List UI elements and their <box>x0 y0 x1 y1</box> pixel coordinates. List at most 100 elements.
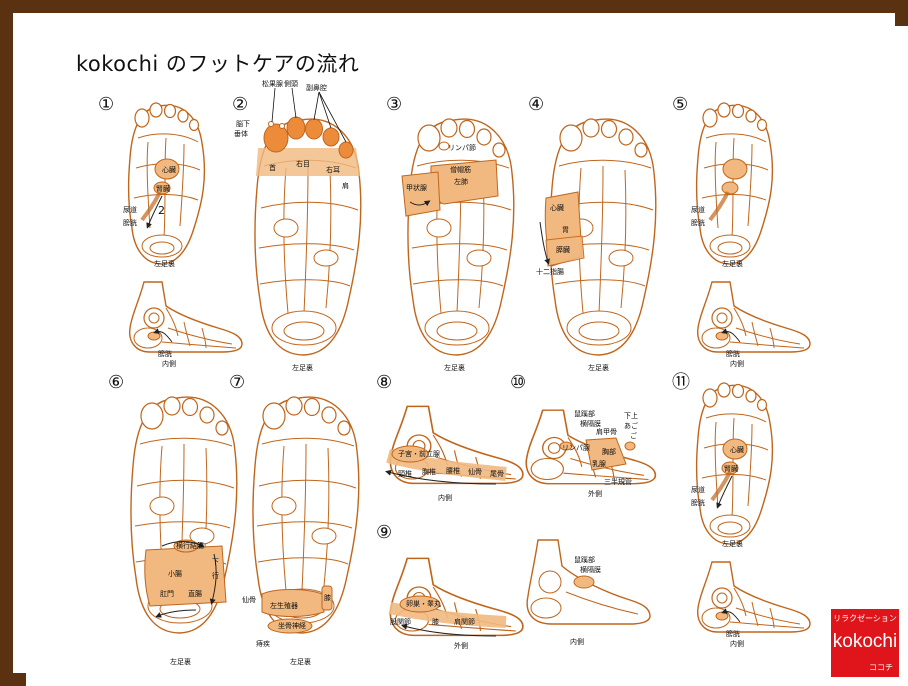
step-number: ⑧ <box>376 372 392 393</box>
label-bladder: 膀胱 <box>726 349 740 358</box>
label-step-num: 2 <box>158 204 165 217</box>
step-number: ⑩ <box>510 372 526 393</box>
label-lymph: リンパ腺 <box>562 443 590 452</box>
logo-tagline: リラクゼーション <box>833 614 897 623</box>
label-upper-lower: 下上 <box>624 411 638 420</box>
label-descending: 下 <box>212 558 219 566</box>
caption-inner-side: 内側 <box>570 637 584 646</box>
step-number: ⑨ <box>376 522 392 543</box>
caption-left-sole: 左足裏 <box>588 363 609 372</box>
label-pineal: 松果腺 <box>262 79 283 88</box>
label-stomach: 胃 <box>562 226 569 234</box>
label-heart: 心臓 <box>162 165 176 174</box>
label-bladder: 膀胱 <box>123 218 137 227</box>
caption-left-sole: 左足裏 <box>170 657 191 666</box>
label-chest: 胸部 <box>602 447 616 456</box>
label-pancreas: 膵臓 <box>556 245 570 254</box>
label-reproductive: 左生殖器 <box>270 601 298 610</box>
label-kidney: 腎臓 <box>724 464 738 473</box>
caption-inner-side: 内側 <box>162 359 176 368</box>
label-groin: 鼠蹊部 <box>574 555 595 564</box>
step3-sole-diagram: リンパ節 僧帽筋 甲状腺 左肺 左足裏 <box>401 118 515 372</box>
label-heart: 心臓 <box>550 203 564 212</box>
label-bladder: 膀胱 <box>691 218 705 227</box>
label-bladder: 膀胱 <box>691 498 705 507</box>
step2-sole-diagram: 松果腺 側頭 副鼻腔 脳下 垂体 首 右目 右耳 肩 左足裏 <box>234 79 362 372</box>
step5-sole-diagram: 尿道 膀胱 左足裏 <box>691 102 774 268</box>
label-sacral: 仙骨 <box>468 467 482 476</box>
label-diaphragm: 横隔膜 <box>580 565 601 574</box>
foot-chart-art: ① ② ③ ④ ⑤ ⑥ ⑦ ⑧ ⑨ ⑩ ⑪ 心臓 <box>98 79 811 666</box>
label-neck: 首 <box>269 163 276 172</box>
label-jaw-2: ご <box>630 431 637 440</box>
step-number: ⑦ <box>229 372 245 393</box>
label-rectum: 直腸 <box>188 589 202 598</box>
label-knee: 膝 <box>324 593 331 602</box>
kokochi-logo: リラクゼーション kokochi ココチ <box>831 609 899 677</box>
step10-inner-diagram: 鼠蹊部 横隔膜 内側 <box>526 539 651 646</box>
label-diaphragm: 横隔膜 <box>580 419 601 428</box>
step6-sole-diagram: 横行結腸 小腸 下 行 肛門 直腸 左足裏 <box>130 396 238 666</box>
label-anus: 肛門 <box>160 590 174 598</box>
step8-side-diagram: 子宮・前立腺 頸椎 胸椎 腰椎 仙骨 尾骨 内側 <box>385 405 524 502</box>
label-groin: 鼠蹊部 <box>574 409 595 418</box>
caption-inner-side: 内側 <box>730 359 744 368</box>
logo-kana: ココチ <box>869 663 893 672</box>
label-uterus: 子宮・前立腺 <box>398 449 440 458</box>
label-ureter: 尿道 <box>691 485 705 494</box>
step-number: ② <box>232 94 248 115</box>
label-ureter: 尿道 <box>691 205 705 214</box>
logo-wordmark: kokochi <box>832 631 898 652</box>
step5-side-diagram: 膀胱 内側 <box>696 281 811 368</box>
label-thoracic: 胸椎 <box>422 467 436 476</box>
caption-left-sole: 左足裏 <box>722 259 743 268</box>
label-descending-2: 行 <box>212 571 219 580</box>
label-shoulder: 肩 <box>342 181 349 190</box>
label-left-lung: 左肺 <box>454 177 468 186</box>
caption-outer-side: 外側 <box>454 641 468 650</box>
step-number: ⑤ <box>672 94 688 115</box>
label-knee: 膝 <box>432 617 439 626</box>
step4-sole-diagram: 心臓 胃 膵臓 十二指腸 左足裏 <box>536 118 657 372</box>
step-number: ⑪ <box>672 372 690 393</box>
label-hip: 股関節 <box>390 617 411 626</box>
step-number: ⑥ <box>108 372 124 393</box>
label-coccyx: 尾骨 <box>490 470 504 478</box>
step9-side-diagram: 卵巣・睾丸 股関節 膝 肩関節 外側 <box>388 557 524 650</box>
caption-inner-side: 内側 <box>730 639 744 648</box>
step1-sole-diagram: 心臓 腎臓 尿道 膀胱 2 左足裏 <box>123 102 206 268</box>
label-cervical: 頸椎 <box>398 469 412 478</box>
label-trachea: 僧帽筋 <box>450 165 471 174</box>
label-sciatic: 坐骨神経 <box>278 621 306 630</box>
page-title: kokochi のフットケアの流れ <box>76 52 360 76</box>
step7-sole-diagram: 仙骨 左生殖器 坐骨神経 痔疾 膝 左足裏 <box>242 396 360 666</box>
label-lumbar: 腰椎 <box>446 466 460 475</box>
label-sacrum: 仙骨 <box>242 595 256 604</box>
label-transverse-colon: 横行結腸 <box>176 541 204 550</box>
label-thyroid: 甲状腺 <box>406 183 427 192</box>
caption-outer-side: 外側 <box>588 489 602 498</box>
label-pituitary: 脳下 <box>236 119 250 128</box>
label-small-intestine: 小腸 <box>168 569 182 578</box>
caption-inner-side: 内側 <box>438 493 452 502</box>
step11-sole-diagram: 心臓 腎臓 尿道 膀胱 左足裏 <box>691 382 774 548</box>
caption-left-sole: 左足裏 <box>444 363 465 372</box>
step-number: ① <box>98 94 114 115</box>
label-scapula: 肩甲骨 <box>596 427 617 436</box>
caption-left-sole: 左足裏 <box>722 539 743 548</box>
label-kidney: 腎臓 <box>156 184 170 193</box>
poster-canvas: kokochi のフットケアの流れ <box>26 26 908 686</box>
label-bladder: 膀胱 <box>726 629 740 638</box>
step11-side-diagram: 膀胱 内側 <box>696 561 811 648</box>
step-number: ④ <box>528 94 544 115</box>
label-lymph: リンパ節 <box>448 143 476 152</box>
label-pituitary-2: 垂体 <box>234 129 248 138</box>
label-duodenum: 十二指腸 <box>536 267 564 276</box>
label-sinus: 副鼻腔 <box>306 83 327 92</box>
step-number: ③ <box>386 94 402 115</box>
step1-side-diagram: 膀胱 内側 <box>128 281 243 368</box>
label-right-eye: 右目 <box>296 159 310 168</box>
label-right-ear: 右耳 <box>326 165 340 174</box>
label-hemorrhoid: 痔疾 <box>256 639 270 648</box>
